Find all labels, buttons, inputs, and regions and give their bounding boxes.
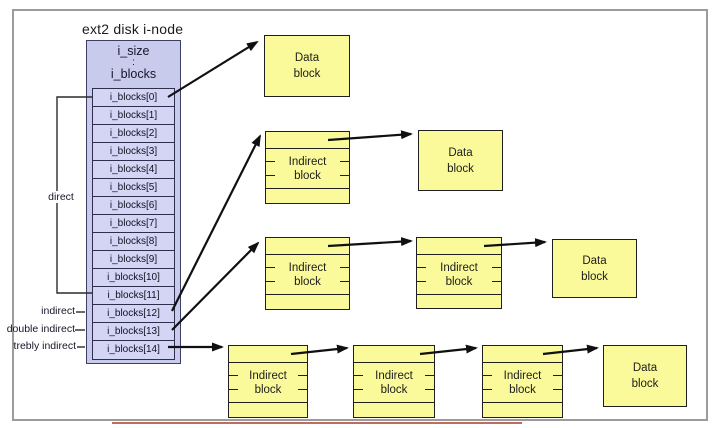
inode-entry: i_blocks[5]: [93, 179, 174, 197]
indirect-block-pointer-row: [229, 346, 307, 363]
diagram-title: ext2 disk i-node: [82, 21, 184, 37]
indirect-block-trebly-2: Indirect block: [353, 345, 435, 418]
indirect-block-pointer-row: [266, 238, 349, 255]
data-block-indirect: Data block: [418, 130, 503, 191]
inode-field-iblocks: i_blocks: [110, 67, 157, 81]
label-trebly-indirect: trebly indirect: [13, 340, 76, 352]
inode-field-isize: i_size: [117, 44, 150, 58]
inode-entry: i_blocks[2]: [93, 125, 174, 143]
inode-entry: i_blocks[11]: [93, 287, 174, 305]
inode-entry: i_blocks[9]: [93, 251, 174, 269]
inode-entry: i_blocks[13]: [93, 323, 174, 341]
data-block-trebly-indirect: Data block: [603, 345, 687, 407]
indirect-block-pointer-row: [483, 346, 562, 363]
indirect-block-pointer-row: [266, 132, 349, 149]
label-double-indirect: double indirect: [6, 323, 75, 335]
indirect-block-double-2: Indirect block: [416, 237, 502, 309]
inode-entry: i_blocks[0]: [93, 89, 174, 107]
indirect-block-level1: Indirect block: [265, 131, 350, 204]
indirect-block-double-1: Indirect block: [265, 237, 350, 310]
indirect-block-trebly-3: Indirect block: [482, 345, 563, 418]
inode-entry: i_blocks[10]: [93, 269, 174, 287]
data-block-direct: Data block: [264, 35, 350, 97]
inode-blocks-table: i_blocks[0] i_blocks[1] i_blocks[2] i_bl…: [92, 88, 175, 360]
inode-entry: i_blocks[3]: [93, 143, 174, 161]
inode-box: i_size : i_blocks i_blocks[0] i_blocks[1…: [86, 40, 181, 364]
inode-entry: i_blocks[8]: [93, 233, 174, 251]
inode-entry: i_blocks[6]: [93, 197, 174, 215]
label-indirect: indirect: [41, 305, 75, 317]
inode-entry: i_blocks[12]: [93, 305, 174, 323]
data-block-double-indirect: Data block: [552, 239, 637, 298]
inode-entry: i_blocks[1]: [93, 107, 174, 125]
red-underline-artifact: [112, 422, 522, 424]
indirect-block-pointer-row: [417, 238, 501, 255]
indirect-block-trebly-1: Indirect block: [228, 345, 308, 418]
inode-entry: i_blocks[7]: [93, 215, 174, 233]
indirect-block-pointer-row: [354, 346, 434, 363]
inode-entry: i_blocks[14]: [107, 344, 160, 355]
inode-field-ellipsis: :: [132, 57, 135, 68]
inode-entry: i_blocks[4]: [93, 161, 174, 179]
label-direct: direct: [40, 191, 82, 203]
